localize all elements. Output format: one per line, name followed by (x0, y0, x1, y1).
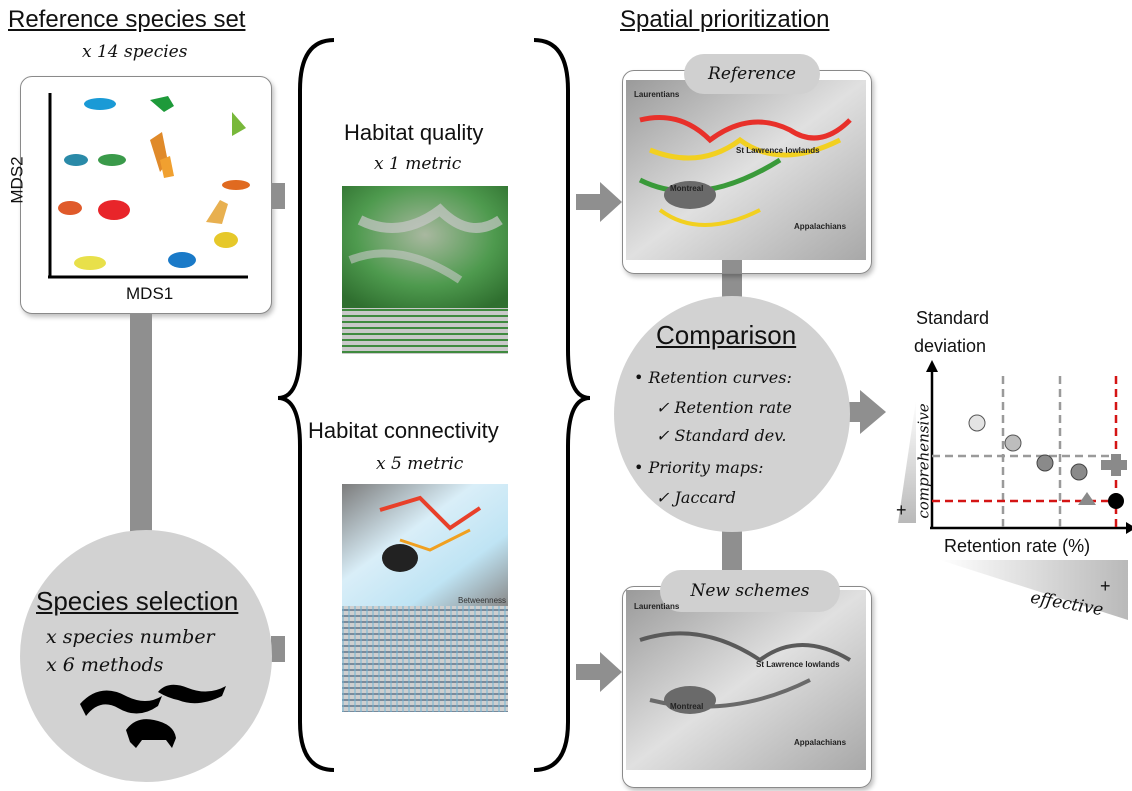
arrow-comparison-to-chart (838, 390, 886, 434)
point-cross (1101, 454, 1127, 476)
new-schemes-label: New schemes (660, 570, 840, 612)
map-label-appalachians-new: Appalachians (794, 738, 847, 747)
right-brace (533, 38, 591, 772)
comparison-bullet-1: • Retention curves: (634, 368, 792, 387)
new-schemes-map (626, 590, 866, 770)
plus-comprehensive: + (896, 500, 907, 520)
bear-icon (98, 200, 130, 220)
bird-icon (150, 96, 174, 112)
mds-x-label: MDS1 (126, 284, 174, 303)
reference-label: Reference (684, 54, 820, 94)
left-vertical-connector (130, 313, 152, 541)
habitat-quality-sub: x 1 metric (374, 154, 462, 174)
species-selection-line1: x species number (46, 626, 215, 648)
result-chart (898, 360, 1132, 620)
deer-icon (206, 200, 228, 224)
bottom-stub (271, 636, 285, 662)
comparison-bullet-2: • Priority maps: (634, 458, 764, 477)
spatial-prioritization-title: Spatial prioritization (620, 6, 830, 33)
comparison-check-2: ✓ Standard dev. (656, 426, 787, 445)
habitat-quality-map-stack (342, 186, 508, 354)
comparison-circle (614, 296, 850, 532)
result-ylabel-2: deviation (914, 336, 987, 356)
hare-icon (214, 232, 238, 248)
map-label-laurentians-ref: Laurentians (634, 90, 680, 99)
result-xlabel: Retention rate (%) (944, 536, 1091, 556)
comparison-title: Comparison (656, 320, 797, 350)
point-mid (1004, 434, 1022, 452)
mds-axes (48, 93, 248, 279)
new-schemes-map-box (622, 586, 872, 788)
betweenness-label: Betweenness (458, 596, 507, 605)
mds-y-label: MDS2 (7, 156, 27, 204)
reference-species-count: x 14 species (82, 42, 188, 62)
top-stub (271, 183, 285, 209)
species-selection-line2: x 6 methods (46, 654, 164, 676)
habitat-connectivity-sub: x 5 metric (376, 454, 464, 474)
species-icons (58, 96, 250, 270)
map-label-appalachians-ref: Appalachians (794, 222, 847, 231)
comparison-check-3: ✓ Jaccard (656, 488, 736, 507)
turtle-icon (74, 256, 106, 270)
point-light (968, 414, 986, 432)
comparison-check-1: ✓ Retention rate (656, 398, 792, 417)
arrow-quality-to-reference (576, 182, 622, 222)
habitat-connectivity-title: Habitat connectivity (308, 418, 499, 443)
point-black (1108, 493, 1124, 509)
species-selection-title: Species selection (36, 586, 239, 616)
salamander-icon (84, 98, 116, 110)
map-label-montreal-ref: Montreal (670, 184, 704, 193)
point-triangle (1078, 492, 1096, 505)
result-ylabel-1: Standard (916, 308, 990, 328)
arrow-connectivity-to-new (576, 652, 622, 692)
frog-icon (168, 252, 196, 268)
reference-map-box (622, 70, 872, 274)
reference-species-title: Reference species set (8, 6, 246, 33)
map-label-lowlands-ref: St Lawrence lowlands (736, 146, 820, 155)
left-brace (277, 38, 335, 772)
mole-icon (98, 154, 126, 166)
rodent-icon (64, 154, 88, 166)
mds-plot-box (20, 76, 272, 314)
point-dark-1 (1036, 454, 1054, 472)
effective-wedge (940, 560, 1128, 620)
map-label-laurentians-new: Laurentians (634, 602, 680, 611)
otter-icon (222, 180, 250, 190)
flag-bird-icon (232, 112, 246, 136)
map-label-montreal-new: Montreal (670, 702, 704, 711)
map-comparison-connector-bottom (722, 530, 742, 570)
habitat-connectivity-map-stack (342, 484, 508, 712)
comprehensive-wedge (898, 400, 916, 523)
point-dark-2 (1070, 463, 1088, 481)
small-bird-icon (58, 201, 82, 215)
standing-rodent-icon (160, 156, 174, 178)
reference-map (626, 80, 866, 260)
map-label-lowlands-new: St Lawrence lowlands (756, 660, 840, 669)
habitat-quality-title: Habitat quality (344, 120, 484, 145)
comprehensive-label: comprehensive (914, 403, 933, 519)
plus-effective: + (1100, 576, 1111, 596)
